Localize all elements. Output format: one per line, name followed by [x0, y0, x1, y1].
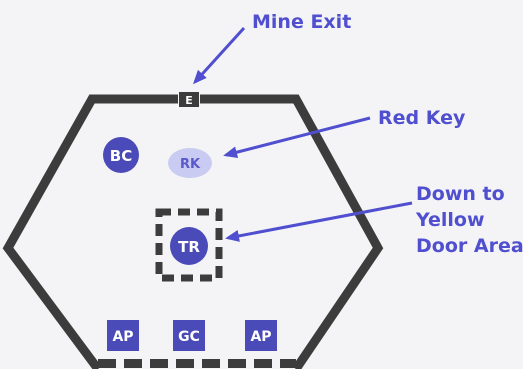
bottom-dash [254, 359, 272, 368]
rk-marker[interactable]: RK [168, 148, 212, 178]
bottom-dash [98, 359, 116, 368]
rk-label: RK [180, 157, 201, 172]
room-walls [2, 94, 384, 369]
bc-label: BC [110, 147, 132, 165]
down-to-arrow [225, 201, 413, 242]
tr-dashed-box [155, 208, 223, 282]
ap-right-marker[interactable]: AP [245, 320, 277, 351]
ap-right-label: AP [250, 329, 271, 345]
gc-box [173, 320, 205, 351]
exit-marker[interactable]: E [179, 92, 199, 107]
red-key-callout: Red Key [378, 107, 466, 129]
ap-left-box [107, 320, 139, 351]
tr-circle [170, 227, 208, 265]
ap-left-marker[interactable]: AP [107, 320, 139, 351]
bottom-dash [150, 359, 168, 368]
bottom-dash [124, 359, 142, 368]
gc-label: GC [178, 329, 200, 345]
wall-top-left [2, 94, 178, 369]
bottom-dash [228, 359, 246, 368]
bottom-dash [176, 359, 194, 368]
bottom-dash [280, 359, 296, 368]
tr-marker[interactable]: TR [170, 227, 208, 265]
bc-marker[interactable]: BC [103, 137, 139, 173]
tr-label: TR [178, 238, 200, 256]
down-to-callout: Down to Yellow Door Area [415, 183, 523, 257]
red-key-arrow [223, 116, 371, 159]
mine-exit-arrow [192, 26, 246, 85]
exit-label: E [185, 94, 193, 107]
wall-top-right [200, 94, 384, 369]
rk-ellipse [168, 148, 212, 178]
down-to-line-2: Yellow [415, 209, 485, 231]
down-to-line-1: Down to [416, 183, 505, 205]
bottom-dash [202, 359, 220, 368]
mine-exit-callout: Mine Exit [252, 11, 351, 33]
bottom-wall-dashed [98, 359, 296, 368]
gc-marker[interactable]: GC [173, 320, 205, 351]
exit-badge [179, 92, 199, 107]
bc-circle [103, 137, 139, 173]
ap-right-box [245, 320, 277, 351]
down-to-line-3: Door Area [416, 235, 523, 257]
ap-left-label: AP [112, 329, 133, 345]
